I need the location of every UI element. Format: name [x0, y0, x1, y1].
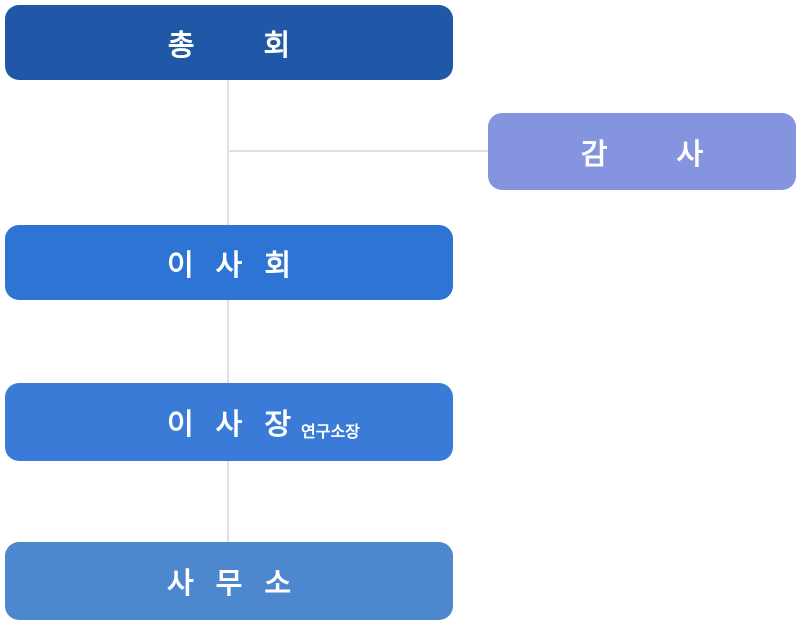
node-auditor-label: 감 사 — [580, 138, 704, 171]
connector-branch-to-auditor — [228, 150, 488, 152]
node-chairman: 이 사 장 연구소장 — [5, 383, 453, 461]
node-chairman-label: 이 사 장 — [167, 409, 291, 441]
connector-assembly-to-board — [227, 80, 229, 225]
node-general-assembly: 총 회 — [5, 5, 453, 80]
node-auditor: 감 사 — [488, 113, 796, 190]
node-board-of-directors-label: 이 사 회 — [167, 249, 291, 282]
node-chairman-sub-label: 연구소장 — [301, 424, 360, 441]
connector-board-to-chairman — [227, 300, 229, 383]
connector-chairman-to-office — [227, 461, 229, 542]
node-office-label: 사 무 소 — [167, 568, 291, 600]
node-office: 사 무 소 — [5, 542, 453, 620]
node-general-assembly-label: 총 회 — [167, 29, 291, 62]
node-board-of-directors: 이 사 회 — [5, 225, 453, 300]
